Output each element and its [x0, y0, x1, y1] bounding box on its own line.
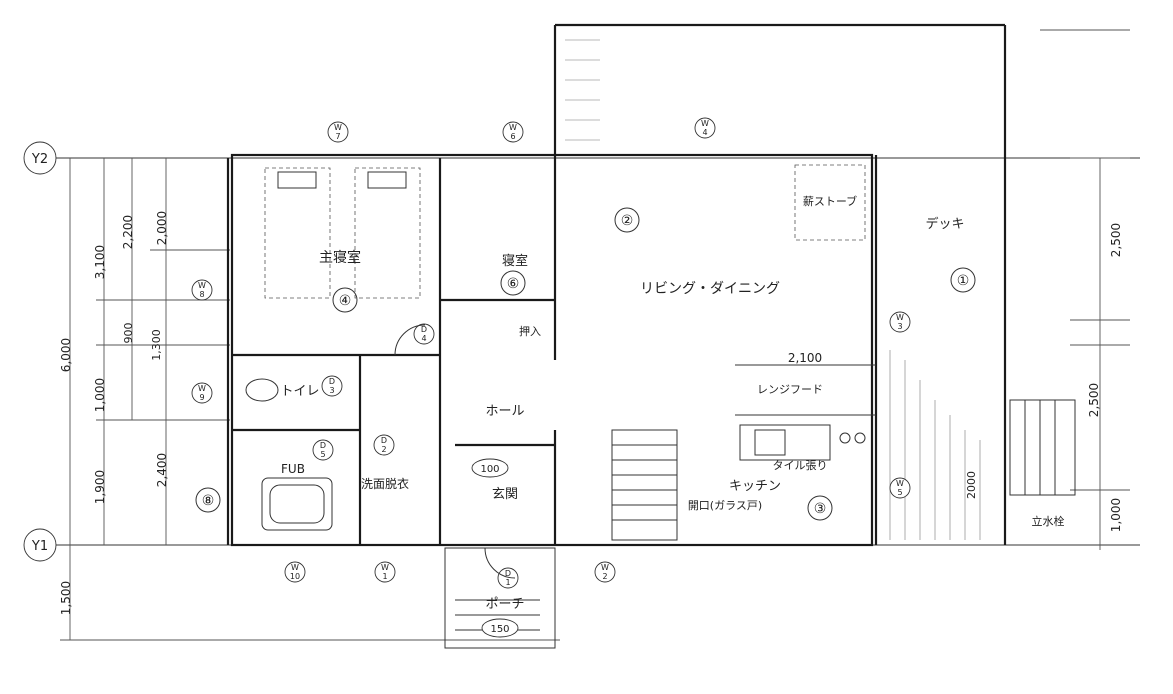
dim-1500: 1,500 — [59, 581, 73, 615]
dim-total-6000: 6,000 — [59, 338, 73, 372]
window-mark-bottom: 9 — [199, 393, 204, 402]
dim-2000: 2,000 — [155, 211, 169, 245]
room-washroom: 洗面脱衣 — [361, 476, 409, 491]
window-mark-top: W — [509, 123, 517, 132]
dim-right-1000: 1,000 — [1109, 498, 1123, 532]
dim-1900: 1,900 — [93, 470, 107, 504]
window-mark-top: W — [198, 281, 206, 290]
window-mark-top: W — [334, 123, 342, 132]
room-toilet: トイレ — [280, 384, 319, 399]
room-number-4: ④ — [339, 293, 352, 309]
door-mark-top: D — [421, 325, 427, 334]
grid-label-y1: Y1 — [31, 539, 48, 554]
window-mark-bottom: 2 — [602, 572, 607, 581]
dim-right-2500-b: 2,500 — [1087, 383, 1101, 417]
room-deck: デッキ — [925, 216, 964, 232]
kitchen-counter — [739, 424, 866, 461]
wood-stove — [794, 164, 866, 241]
window-mark-top: W — [601, 563, 609, 572]
window-mark-bottom: 3 — [897, 322, 902, 331]
room-number-3: ③ — [814, 501, 827, 517]
dim-3100: 3,100 — [93, 245, 107, 279]
room-number-markers — [195, 207, 976, 521]
room-entrance: 玄関 — [492, 487, 518, 502]
level-porch: 150 — [490, 624, 509, 635]
room-number-2: ② — [621, 213, 634, 229]
dim-right-2500-a: 2,500 — [1109, 223, 1123, 257]
window-mark-bottom: 4 — [702, 128, 707, 137]
grid-label-y2: Y2 — [31, 152, 48, 167]
door-mark-bottom: 2 — [381, 445, 386, 454]
note-post: 立水栓 — [1032, 514, 1065, 528]
beds — [264, 167, 421, 299]
dim-deck-width: 2000 — [965, 471, 978, 499]
window-mark-bottom: 7 — [335, 132, 340, 141]
dim-1000: 1,000 — [93, 378, 107, 412]
dim-900: 900 — [122, 323, 135, 344]
window-mark-top: W — [896, 313, 904, 322]
door-mark-bottom: 1 — [505, 578, 510, 587]
window-mark-bottom: 10 — [290, 572, 300, 581]
note-opening: 開口(ガラス戸) — [688, 499, 762, 512]
left-dimension-lines — [60, 158, 560, 641]
interior-walls — [232, 158, 876, 545]
right-dimension-lines — [1040, 29, 1130, 550]
room-kitchen: キッチン — [729, 479, 781, 494]
deck-hatching — [565, 39, 981, 540]
door-mark-bottom: 3 — [329, 386, 334, 395]
room-wood-stove: 薪ストーブ — [803, 194, 857, 208]
room-number-1: ① — [957, 273, 970, 289]
room-porch: ポーチ — [485, 597, 524, 612]
window-mark-top: W — [198, 384, 206, 393]
toilet-fixture — [245, 378, 279, 402]
exterior-walls — [226, 23, 1007, 547]
door-mark-top: D — [505, 569, 511, 578]
room-number-6: ⑥ — [507, 276, 520, 292]
window-mark-top: W — [701, 119, 709, 128]
window-mark-bottom: 8 — [199, 290, 204, 299]
door-mark-bottom: 4 — [421, 334, 426, 343]
staircase — [611, 429, 678, 541]
dim-2200: 2,200 — [121, 215, 135, 249]
window-mark-bottom: 6 — [510, 132, 515, 141]
door-swings — [394, 324, 516, 579]
room-master-bedroom: 主寝室 — [319, 249, 361, 266]
deck-steps — [1009, 399, 1076, 496]
dim-kitchen-width: 2,100 — [788, 351, 822, 365]
room-hall: ホール — [485, 404, 524, 419]
window-mark-top: W — [291, 563, 299, 572]
door-mark-top: D — [329, 377, 335, 386]
room-bedroom: 寝室 — [502, 253, 528, 269]
window-mark-bottom: 5 — [897, 488, 902, 497]
opening-marks — [191, 117, 911, 589]
room-number-8: ⑧ — [202, 493, 215, 509]
window-mark-top: W — [896, 479, 904, 488]
window-mark-bottom: 1 — [382, 572, 387, 581]
door-mark-bottom: 5 — [320, 450, 325, 459]
room-bath: FUB — [281, 462, 305, 476]
dim-2400: 2,400 — [155, 453, 169, 487]
dim-1300: 1,300 — [150, 329, 163, 361]
note-tile: タイル張り — [773, 459, 828, 472]
room-closet: 押入 — [519, 324, 541, 338]
note-range-hood: レンジフード — [757, 383, 823, 396]
bathtub — [261, 477, 333, 531]
window-mark-top: W — [381, 563, 389, 572]
room-living-dining: リビング・ダイニング — [640, 281, 780, 297]
door-mark-top: D — [381, 436, 387, 445]
door-mark-top: D — [320, 441, 326, 450]
level-entrance: 100 — [480, 464, 499, 475]
